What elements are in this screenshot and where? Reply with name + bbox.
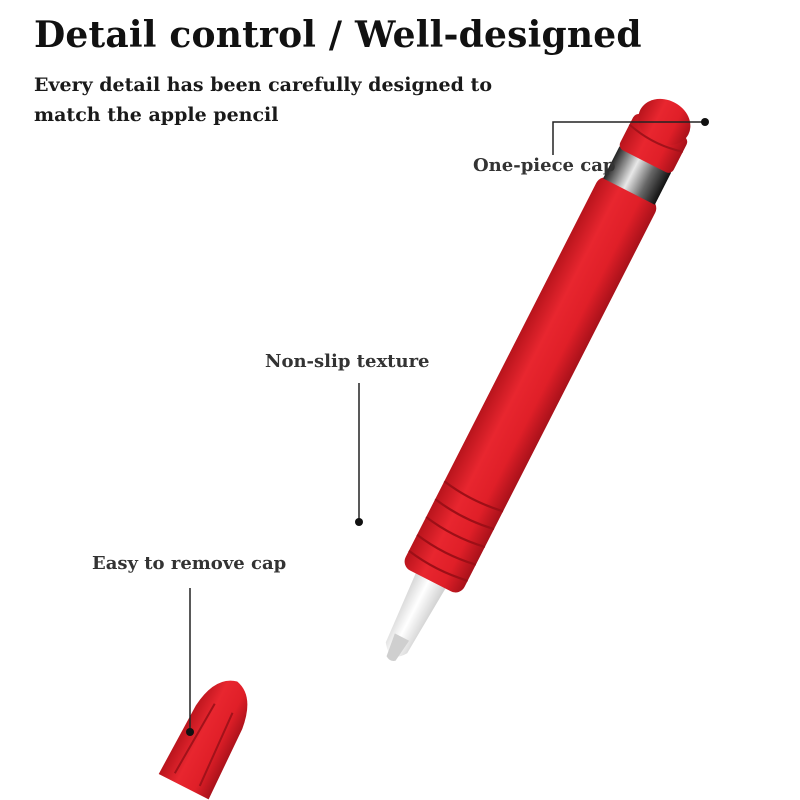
metal-band: [603, 146, 672, 205]
silicone-barrel: [404, 177, 657, 593]
callout-leaders: [189, 121, 705, 732]
leader-dot-texture: [355, 518, 363, 526]
leader-dot-remove: [186, 728, 194, 736]
page-title: Detail control / Well-designed: [34, 14, 642, 56]
callout-non-slip-texture: Non-slip texture: [265, 351, 430, 372]
non-slip-rings: [408, 480, 504, 582]
leader-dot-cap: [701, 118, 709, 126]
removable-tip-cap: [158, 680, 248, 800]
pencil-tip: [385, 568, 448, 657]
leader-one-piece-cap: [552, 121, 705, 155]
one-piece-cap: [619, 114, 688, 173]
callout-one-piece-cap: One-piece cap: [473, 155, 616, 176]
callout-easy-remove-cap: Easy to remove cap: [92, 553, 287, 574]
page-subtitle: Every detail has been carefully designed…: [34, 74, 492, 126]
